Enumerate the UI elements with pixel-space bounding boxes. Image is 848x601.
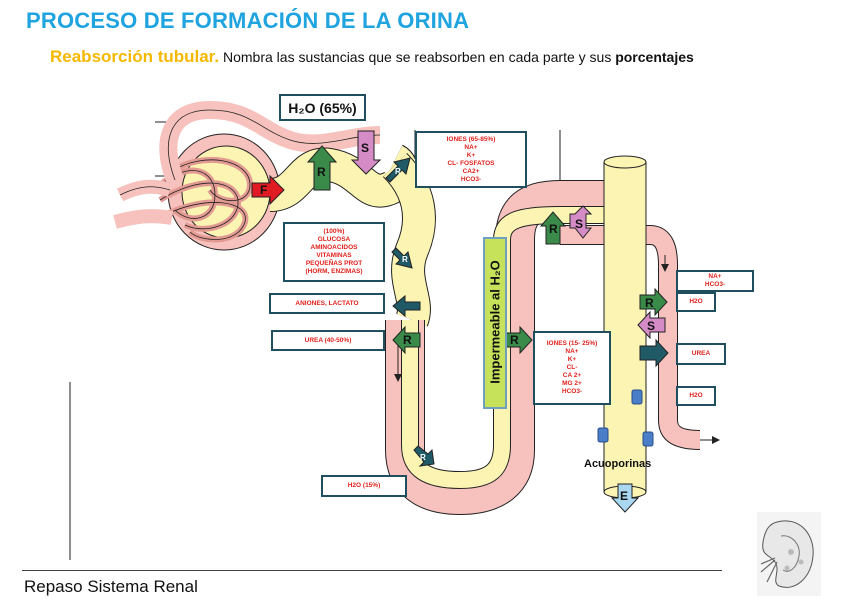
arrow-label-r-small: R: [395, 167, 401, 176]
page-title: PROCESO DE FORMACIÓN DE LA ORINA: [26, 8, 470, 33]
arrow-label-f: F: [260, 183, 267, 197]
reabsorption-arrow-top: [306, 145, 338, 191]
subtitle-text: Nombra las sustancias que se reabsorben …: [219, 49, 616, 65]
filtration-arrow: [251, 174, 285, 206]
subtitle-highlight: Reabsorción tubular.: [50, 47, 220, 66]
arrow-label-r: R: [317, 165, 326, 179]
box-h2o-right-1-text: H2O: [689, 298, 703, 305]
page-subtitle: Reabsorción tubular. Nombra las sustanci…: [50, 47, 694, 67]
footer-divider: [22, 570, 722, 571]
kidney-illustration: [757, 512, 821, 596]
impermeable-segment: [483, 237, 507, 409]
box-iones-mid-text: IONES (15- 25%) NA+ K+ CL- CA 2+ MG 2+ H…: [546, 340, 598, 395]
aquaporins-label: Acuoporinas: [584, 458, 652, 470]
box-glucosa-text: (100%) GLUCOSA AMINOACIDOS VITAMINAS PEQ…: [305, 228, 363, 275]
box-urea-right-text: UREA: [691, 350, 711, 357]
aquaporins: [597, 389, 654, 447]
arrow-label-r: R: [549, 222, 558, 236]
box-aniones: ANIONES, LACTATO: [269, 293, 385, 314]
footer-text: Repaso Sistema Renal: [24, 577, 198, 596]
arrow-label-r: R: [403, 333, 412, 347]
arrow-label-r: R: [510, 333, 519, 347]
impermeable-label: Impermeable al H₂O: [487, 260, 503, 384]
h2o-65-box: H₂O (65%): [279, 94, 366, 121]
subtitle-bold: porcentajes: [615, 49, 694, 65]
distal-tubule: [560, 225, 720, 450]
secretion-arrow-top: [350, 130, 382, 175]
arrow-label-r-small: R: [402, 255, 408, 264]
box-h2o-right-2-text: H2O: [689, 392, 703, 399]
collecting-duct: [603, 155, 647, 499]
arrow-label-s: S: [361, 141, 369, 155]
box-na-hco3-text: NA+ HCO3-: [704, 273, 726, 288]
box-aniones-text: ANIONES, LACTATO: [295, 299, 359, 307]
arrow-label-r: R: [645, 296, 654, 310]
reabsorption-arrow-ascending: [504, 325, 533, 355]
box-h2o-15: H2O (15%): [321, 475, 407, 497]
box-na-hco3: NA+ HCO3-: [676, 270, 754, 292]
excretion-arrow: [610, 483, 640, 513]
arrow-label-s: S: [647, 319, 655, 333]
arrow-label-e: E: [620, 489, 628, 503]
box-urea-right: UREA: [676, 343, 726, 365]
box-h2o-15-text: H2O (15%): [347, 482, 381, 489]
box-h2o-right-2: H2O: [676, 386, 716, 406]
box-urea-40-text: UREA (40-50%): [304, 336, 352, 344]
box-iones-top-text: IONES (65-85%) NA+ K+ CL- FOSFATOS CA2+ …: [446, 135, 496, 183]
box-urea-40: UREA (40-50%): [271, 330, 385, 351]
reabsorption-arrow-urea: [392, 325, 421, 355]
loop-of-henle: [385, 180, 610, 516]
arrow-label-r-small: R: [420, 453, 426, 462]
box-glucosa: (100%) GLUCOSA AMINOACIDOS VITAMINAS PEQ…: [283, 222, 385, 282]
box-iones-top: IONES (65-85%) NA+ K+ CL- FOSFATOS CA2+ …: [415, 131, 527, 188]
arrow-label-s: S: [575, 217, 583, 231]
box-iones-mid: IONES (15- 25%) NA+ K+ CL- CA 2+ MG 2+ H…: [533, 331, 611, 405]
box-h2o-right-1: H2O: [676, 292, 716, 312]
